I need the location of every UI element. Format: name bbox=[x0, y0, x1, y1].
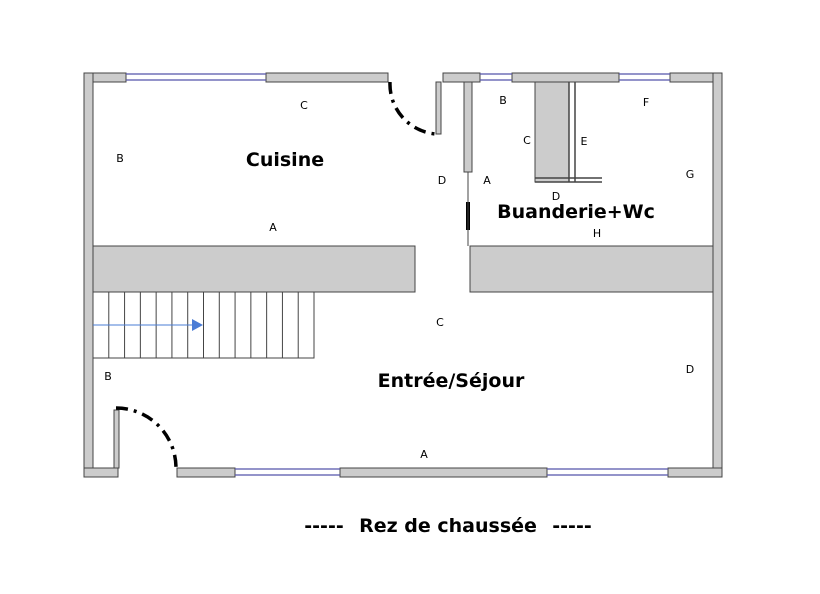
buanderie-wall-label-a: A bbox=[483, 174, 491, 187]
buanderie-wall-label-c: C bbox=[523, 134, 531, 147]
wall-top-right-a bbox=[442, 72, 481, 83]
sejour-wall-label-c: C bbox=[436, 316, 444, 329]
wall-bottom-left bbox=[83, 467, 119, 478]
buanderie-wall-label-h: H bbox=[593, 227, 601, 240]
sejour-wall-label-b: B bbox=[104, 370, 112, 383]
sejour-wall-label-a: A bbox=[420, 448, 428, 461]
room-label-cuisine: Cuisine bbox=[246, 149, 324, 171]
buanderie-details bbox=[535, 82, 602, 183]
wall-top-right-b bbox=[511, 72, 620, 83]
exterior-walls bbox=[83, 72, 723, 478]
partition-door-jamb bbox=[435, 81, 442, 135]
stair-arrow-icon bbox=[192, 319, 203, 331]
wall-bottom-b bbox=[339, 467, 548, 478]
buanderie-wall-label-f: F bbox=[643, 96, 649, 109]
caption-right-dashes: ----- bbox=[552, 515, 591, 537]
door-jamb-entry bbox=[113, 409, 120, 469]
cuisine-wall-label-b: B bbox=[116, 152, 124, 165]
wall-bottom-c bbox=[667, 467, 723, 478]
interior-walls bbox=[92, 81, 714, 293]
buanderie-wall-label-e: E bbox=[581, 135, 588, 148]
buanderie-wall-label-d: D bbox=[552, 190, 560, 203]
caption-left-dashes: ----- bbox=[304, 515, 343, 537]
cuisine-wall-label-a: A bbox=[269, 221, 277, 234]
buanderie-wall-label-g: G bbox=[686, 168, 695, 181]
wall-right bbox=[712, 72, 723, 478]
beam-right bbox=[469, 245, 714, 293]
room-label-buanderie: Buanderie+Wc bbox=[497, 201, 655, 223]
cuisine-wall-label-d: D bbox=[438, 174, 446, 187]
entry-door-arc bbox=[115, 406, 178, 469]
windows bbox=[126, 73, 670, 476]
room-label-sejour: Entrée/Séjour bbox=[378, 370, 525, 392]
sejour-wall-label-d: D bbox=[686, 363, 694, 376]
kitchen-door-arc bbox=[388, 81, 437, 136]
staircase bbox=[92, 291, 315, 359]
wall-bottom-a bbox=[176, 467, 236, 478]
plan-caption: Rez de chaussée bbox=[359, 515, 537, 537]
buanderie-wall-label-b: B bbox=[499, 94, 507, 107]
beam-left bbox=[92, 245, 416, 293]
partition-buanderie-left bbox=[463, 81, 473, 173]
wall-top-mid bbox=[265, 72, 389, 83]
cuisine-wall-label-c: C bbox=[300, 99, 308, 112]
buanderie-column bbox=[534, 81, 570, 183]
wall-left bbox=[83, 72, 94, 478]
